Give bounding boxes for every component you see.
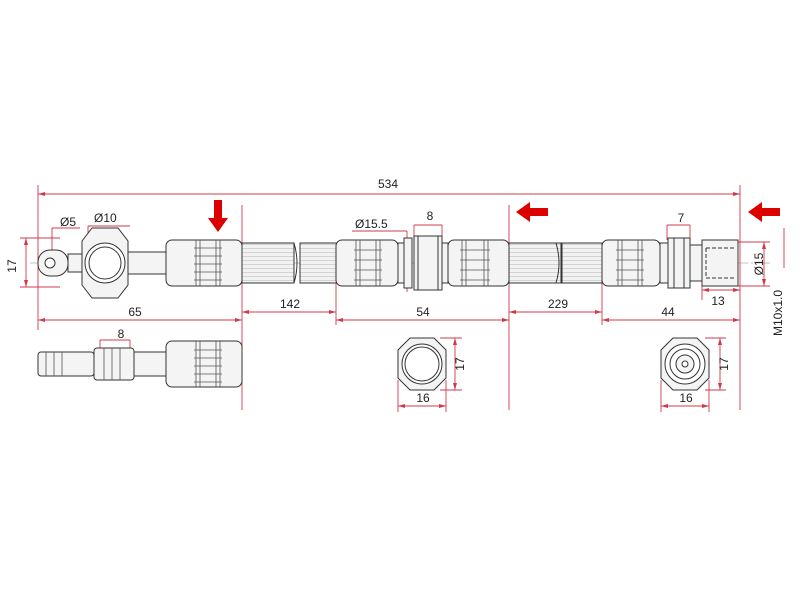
hose-segment xyxy=(561,242,603,284)
installation-arrows xyxy=(208,200,780,232)
hose-segment xyxy=(299,242,341,284)
crimp-ferrule-mid-right xyxy=(447,239,510,287)
hose-assembly xyxy=(37,227,739,299)
dim-right-section: 44 xyxy=(661,305,675,319)
mid-nut-end-view xyxy=(397,337,447,391)
crimp-ferrule-right xyxy=(601,239,661,287)
dim-eye-hole: Ø5 xyxy=(60,215,76,229)
down-arrow-icon xyxy=(208,200,228,232)
dim-mid-nut-width: 16 xyxy=(416,391,430,405)
dim-right-ring-width: 7 xyxy=(678,211,685,225)
dim-mid-nut-flats: 17 xyxy=(453,357,467,371)
dim-mid-ring-diameter: Ø15.5 xyxy=(355,217,388,231)
left-fitting-side-view xyxy=(37,340,243,388)
dim-mid-section: 54 xyxy=(416,305,430,319)
bracket-plate xyxy=(413,235,443,291)
dim-hose-1: 142 xyxy=(280,297,300,311)
dim-left-step: 8 xyxy=(118,327,125,341)
dim-eye-boss: Ø10 xyxy=(94,211,117,225)
dim-nut-length: 13 xyxy=(711,294,725,308)
dim-left-fitting: 65 xyxy=(128,305,142,319)
bracket-ring-right xyxy=(667,237,691,289)
dim-hose-2: 229 xyxy=(548,297,568,311)
hose-segment xyxy=(508,242,562,284)
dim-mid-ring-width: 8 xyxy=(427,209,434,223)
dim-eye-height: 17 xyxy=(5,259,19,273)
dim-right-nut-width: 16 xyxy=(679,391,693,405)
eye-hole xyxy=(44,257,56,269)
hose-segment xyxy=(241,242,295,284)
tube-nut xyxy=(701,239,739,287)
dim-overall-length: 534 xyxy=(378,177,398,191)
left-arrow-icon xyxy=(748,202,780,222)
left-arrow-icon xyxy=(516,202,548,222)
crimp-ferrule-left xyxy=(165,239,243,287)
dim-right-nut-flats: 17 xyxy=(717,357,731,371)
bracket-ring xyxy=(403,237,413,289)
right-nut-end-view xyxy=(660,337,710,391)
dim-nut-diameter: Ø15 xyxy=(752,252,766,275)
crimp-ferrule-mid-left xyxy=(335,239,399,287)
dimension-arrowheads xyxy=(24,192,766,408)
dim-thread: M10x1.0 xyxy=(771,290,785,336)
